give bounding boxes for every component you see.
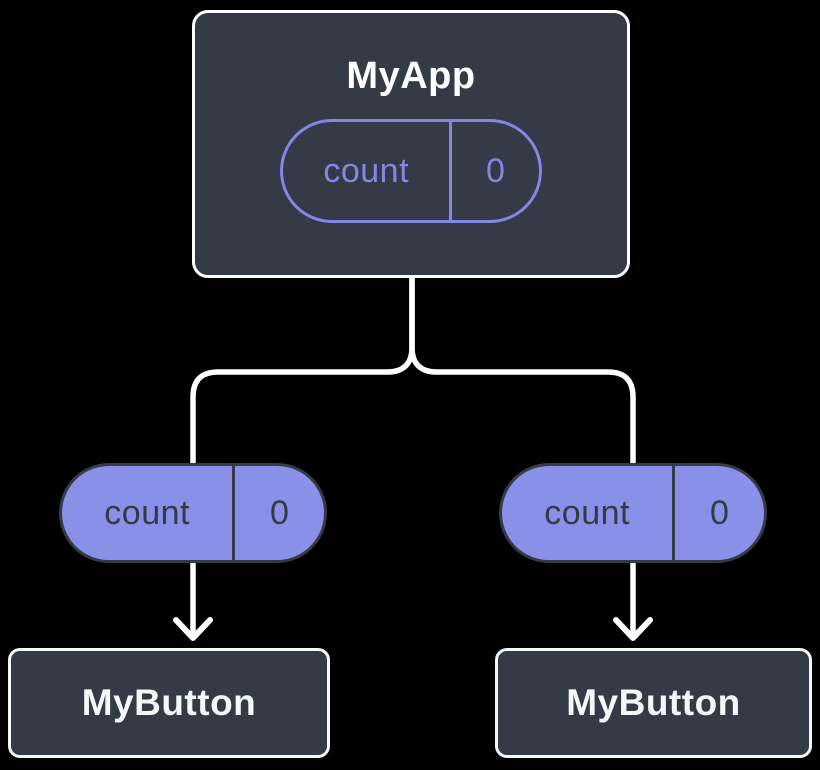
root-state-value: 0 xyxy=(485,151,506,190)
right-prop-value: 0 xyxy=(709,493,730,532)
root-component-node: MyApp count 0 xyxy=(192,10,630,278)
root-state-label: count xyxy=(283,122,453,220)
arrow-right-head-icon xyxy=(613,617,653,641)
connector-right-branch xyxy=(409,275,636,469)
left-prop-label: count xyxy=(62,466,236,560)
root-state-pill: count 0 xyxy=(280,119,542,223)
right-prop-pill: count 0 xyxy=(499,463,767,563)
root-component-title: MyApp xyxy=(346,55,476,97)
right-child-component-node: MyButton xyxy=(495,648,812,758)
arrow-left-head-icon xyxy=(173,617,213,641)
connector-left-branch xyxy=(190,275,415,469)
right-prop-label: count xyxy=(502,466,676,560)
left-prop-value: 0 xyxy=(269,493,290,532)
left-child-component-title: MyButton xyxy=(81,682,257,723)
right-child-component-title: MyButton xyxy=(566,682,741,723)
left-prop-pill: count 0 xyxy=(59,463,327,563)
left-child-component-node: MyButton xyxy=(8,648,330,758)
